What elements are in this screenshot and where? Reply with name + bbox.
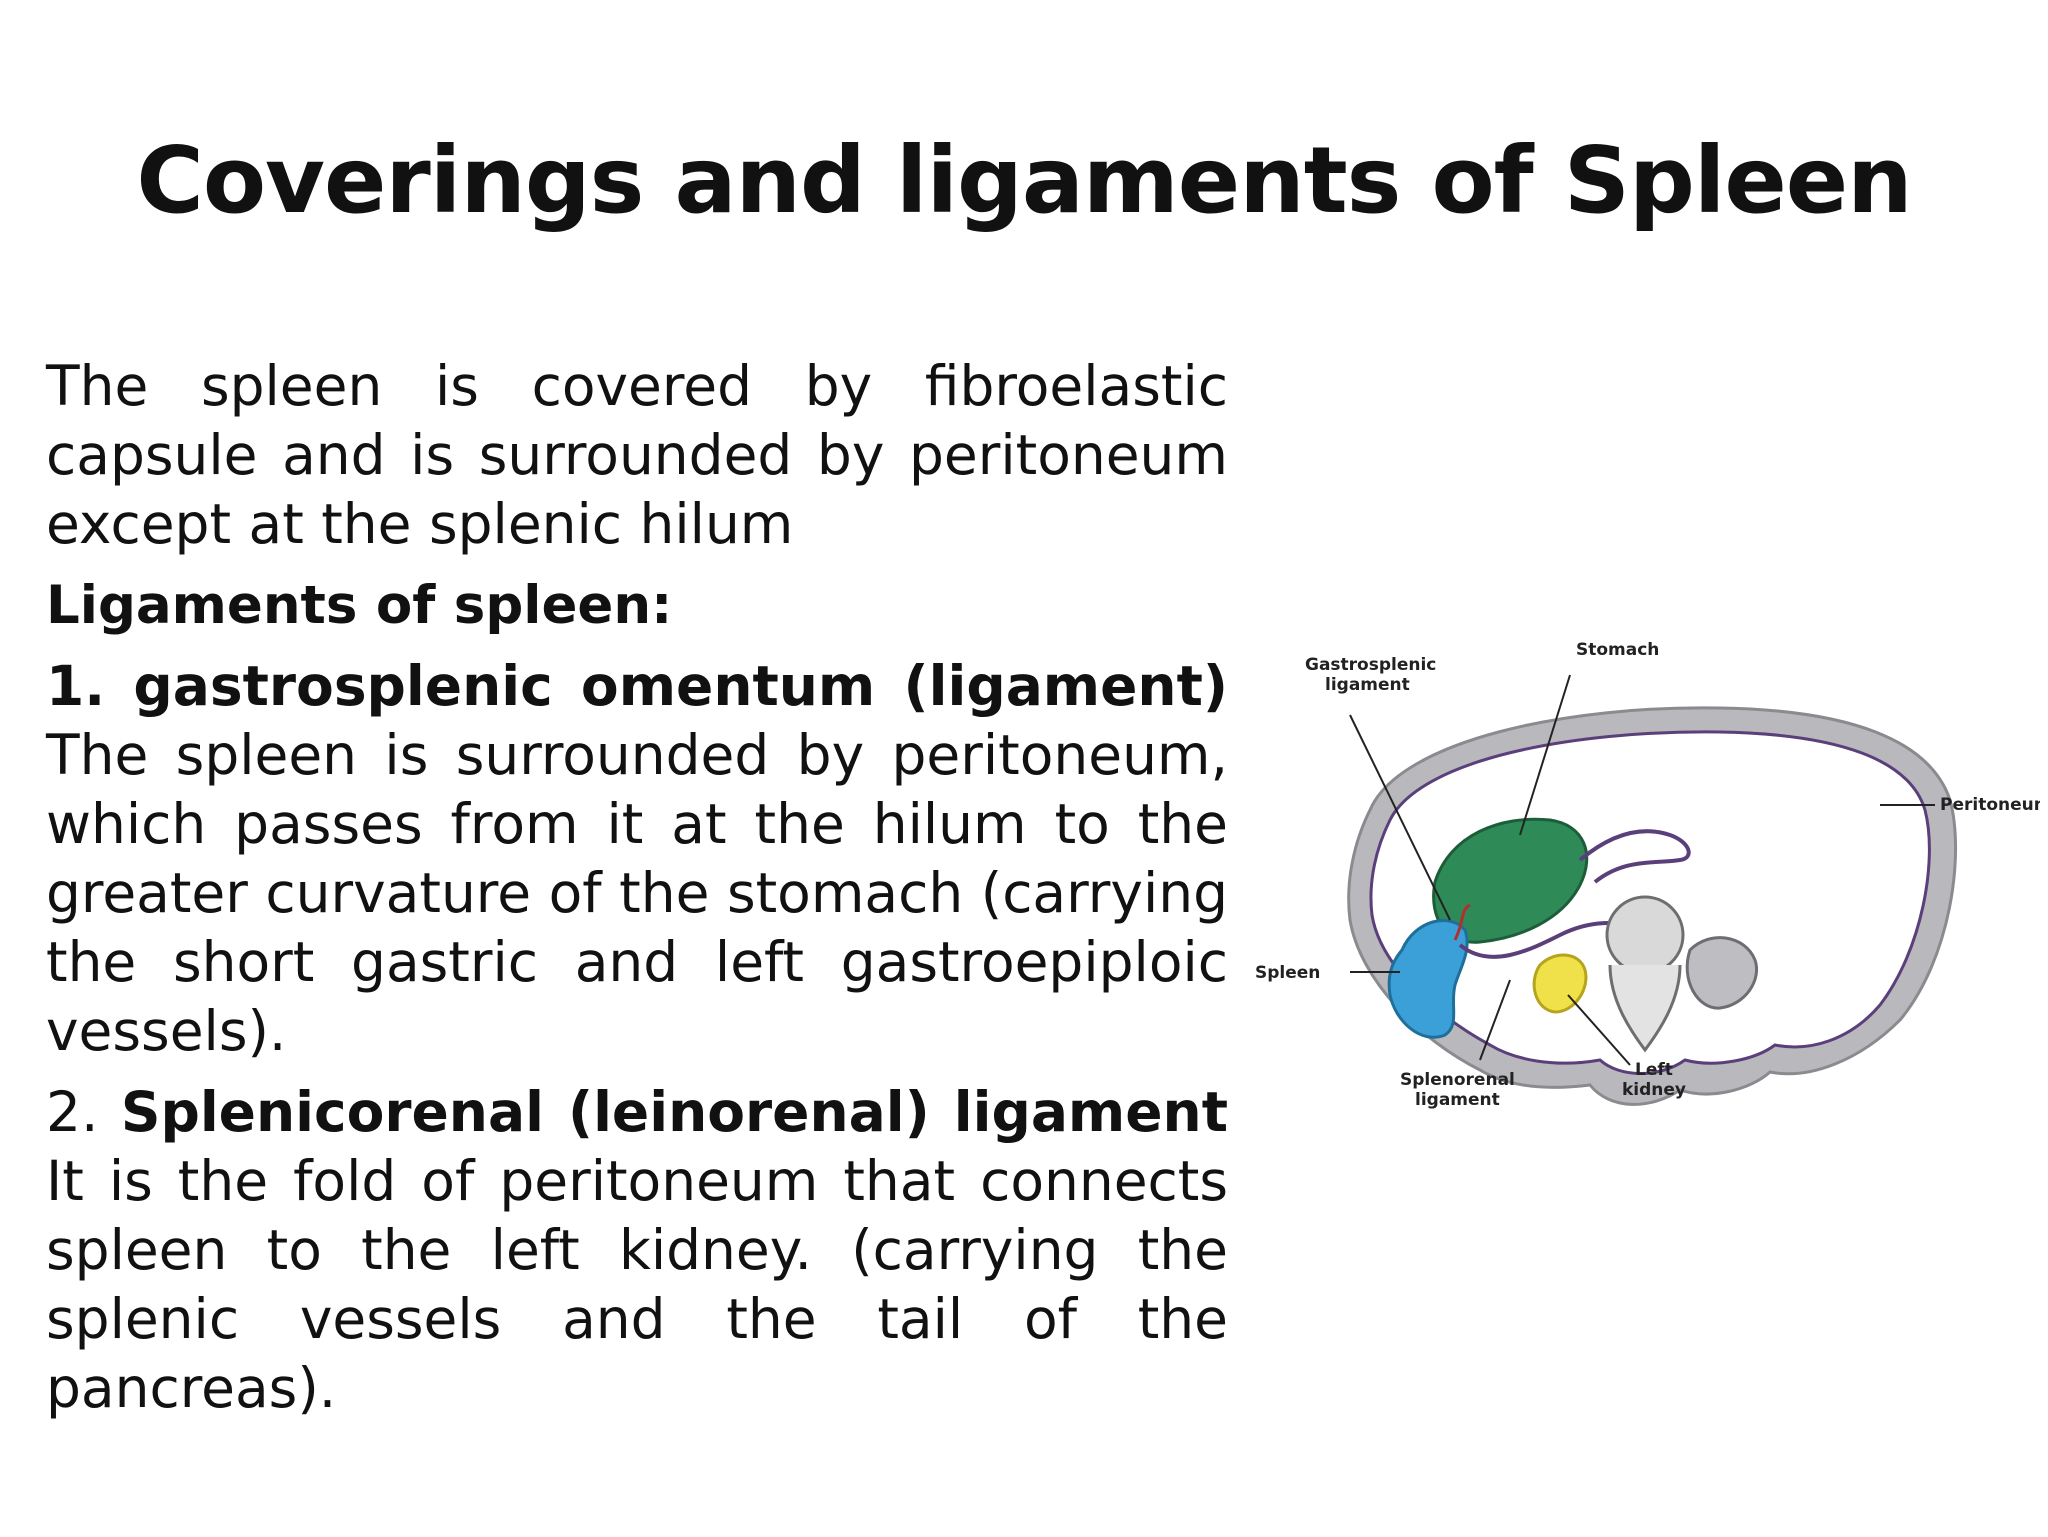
slide-body-text: The spleen is covered by fibroelastic ca…: [46, 352, 1228, 1423]
ligaments-heading: Ligaments of spleen:: [46, 575, 673, 636]
spleen-shape: [1387, 919, 1469, 1039]
label-splenorenal-line2: ligament: [1415, 1090, 1500, 1110]
slide-title: Coverings and ligaments of Spleen: [136, 127, 1912, 234]
label-left-kidney-line2: kidney: [1622, 1080, 1686, 1100]
ligament-2-number: 2.: [46, 1080, 99, 1144]
gastrosplenic-fold: [1453, 903, 1471, 941]
intro-paragraph: The spleen is covered by fibroelastic ca…: [46, 354, 1228, 556]
label-peritoneum: Peritoneum: [1940, 795, 2040, 815]
leader-left-kidney: [1567, 994, 1631, 1066]
spleen-cross-section-diagram: Gastrosplenic ligament Stomach Peritoneu…: [1250, 620, 2040, 1140]
ligament-1-paragraph: 1. gastrosplenic omentum (ligament) The …: [46, 652, 1228, 1066]
ligament-1-heading: 1. gastrosplenic omentum (ligament): [46, 654, 1228, 718]
vertebral-arch: [1608, 964, 1682, 1053]
ligament-1-text: The spleen is surrounded by peritoneum, …: [46, 723, 1228, 1063]
ligament-2-paragraph: 2. Splenicorenal (leinorenal) ligament I…: [46, 1078, 1228, 1423]
label-spleen: Spleen: [1255, 963, 1320, 983]
label-splenorenal-line1: Splenorenal: [1400, 1070, 1515, 1090]
label-left-kidney-line1: Left: [1635, 1060, 1673, 1080]
label-gastrosplenic-line2: ligament: [1325, 675, 1410, 695]
label-gastrosplenic-line1: Gastrosplenic: [1305, 655, 1436, 675]
stomach-tail: [1578, 829, 1691, 884]
diagram-svg: Gastrosplenic ligament Stomach Peritoneu…: [1255, 640, 2040, 1110]
right-organ-shape: [1685, 936, 1758, 1010]
ligament-2-heading: Splenicorenal (leinorenal) ligament: [120, 1080, 1228, 1144]
leader-gastrosplenic: [1349, 714, 1451, 921]
leader-stomach: [1519, 674, 1571, 836]
leader-splenorenal: [1479, 979, 1511, 1061]
ligament-2-text: It is the fold of peritoneum that connec…: [46, 1149, 1228, 1420]
vertebral-body: [1605, 895, 1685, 975]
left-kidney-shape: [1532, 953, 1588, 1014]
label-stomach: Stomach: [1576, 640, 1659, 660]
